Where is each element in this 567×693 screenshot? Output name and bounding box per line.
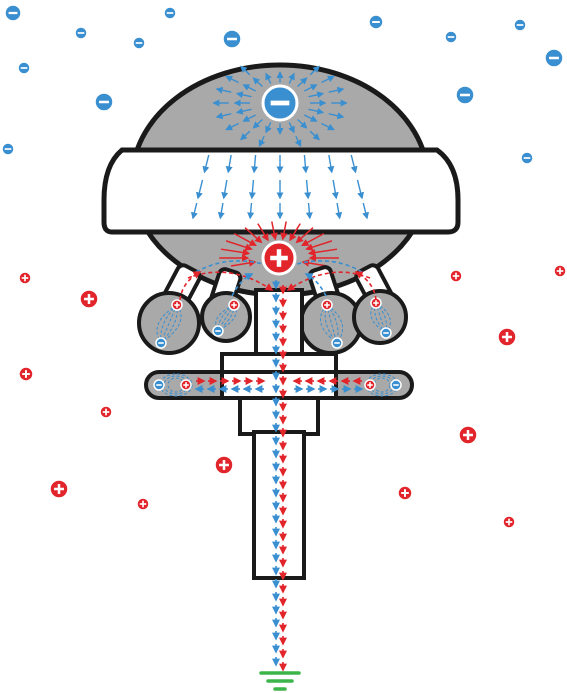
field-arrow <box>240 130 251 141</box>
field-arrow <box>328 112 345 120</box>
positive-charge-4 <box>18 366 34 382</box>
field-arrow <box>225 75 239 84</box>
field-arrow <box>294 135 302 148</box>
field-arrow <box>288 72 295 84</box>
positive-charge-0 <box>18 271 32 285</box>
white-collar <box>101 147 461 235</box>
field-arrow <box>215 86 232 94</box>
negative-charge-4 <box>222 29 242 49</box>
field-arrow <box>303 84 318 92</box>
sphere-negative-0 <box>155 337 167 349</box>
positive-charge-9 <box>49 479 69 499</box>
positive-charge-3 <box>553 264 567 278</box>
field-arrow <box>309 130 320 141</box>
left-inner-sphere <box>200 291 252 343</box>
positive-charge-5 <box>497 327 517 347</box>
ambient-positive-charges <box>18 264 567 529</box>
positive-charge-12 <box>502 515 516 529</box>
field-arrow <box>321 75 335 84</box>
negative-charge-0 <box>4 4 22 22</box>
field-arrow <box>235 91 252 99</box>
field-arrow <box>309 65 320 76</box>
negative-charge-5 <box>368 14 384 30</box>
sphere-field-lines <box>155 297 392 349</box>
positive-charge-7 <box>458 425 478 445</box>
bar-field-lines <box>153 373 402 397</box>
field-arrow <box>265 72 272 84</box>
field-arrow <box>308 107 325 115</box>
field-arrow <box>328 86 345 94</box>
field-arrow <box>303 114 318 122</box>
negative-charge-1 <box>163 6 177 20</box>
field-arrow <box>288 122 295 134</box>
negative-charge-9 <box>17 61 31 75</box>
column-stem <box>252 430 306 580</box>
bar-positive-right <box>364 379 376 391</box>
negative-charge-8 <box>544 48 564 68</box>
field-arrow <box>242 84 257 92</box>
dome-field-lines <box>212 65 348 148</box>
sphere-negative-3 <box>380 327 392 339</box>
bar-positive-left <box>180 379 192 391</box>
negative-charge-13 <box>520 151 534 165</box>
positive-charge-8 <box>214 455 234 475</box>
field-arrow <box>235 107 252 115</box>
ground-flow-lines <box>272 280 287 672</box>
central-positive-charge <box>261 240 297 276</box>
negative-charge-3 <box>132 36 146 50</box>
field-arrow <box>297 118 308 129</box>
central-charges <box>261 84 299 276</box>
negative-charge-7 <box>513 18 527 32</box>
field-arrow <box>252 118 263 129</box>
negative-charge-12 <box>1 142 15 156</box>
column-lower-block <box>238 394 320 436</box>
field-arrow <box>240 65 251 76</box>
positive-charge-6 <box>99 405 113 419</box>
field-arrow <box>297 77 308 88</box>
negative-charge-6 <box>444 30 458 44</box>
bar-negative-right <box>390 379 402 391</box>
sphere-negative-1 <box>212 325 224 337</box>
sphere-negative-2 <box>331 337 343 349</box>
field-arrow <box>242 114 257 122</box>
sphere-positive-0 <box>171 299 183 311</box>
positive-charge-1 <box>79 289 99 309</box>
central-negative-charge <box>261 84 299 122</box>
field-arrow <box>258 135 266 148</box>
negative-charge-11 <box>455 85 475 105</box>
column-upper <box>254 288 304 362</box>
field-arrow <box>265 122 272 134</box>
positive-charge-11 <box>136 497 150 511</box>
positive-charge-10 <box>397 485 413 501</box>
sphere-positive-2 <box>321 299 333 311</box>
field-arrow <box>252 77 263 88</box>
collar-field-lines <box>190 154 370 267</box>
sphere-positive-1 <box>228 299 240 311</box>
field-arrow <box>308 91 325 99</box>
positive-charge-2 <box>449 269 463 283</box>
field-arrow <box>321 122 335 131</box>
ground-symbol <box>259 671 301 691</box>
negative-charge-2 <box>74 26 88 40</box>
bar-negative-left <box>153 379 165 391</box>
ambient-negative-charges <box>1 4 564 165</box>
negative-charge-10 <box>94 92 114 112</box>
field-arrow <box>225 122 239 131</box>
field-arrow <box>215 112 232 120</box>
